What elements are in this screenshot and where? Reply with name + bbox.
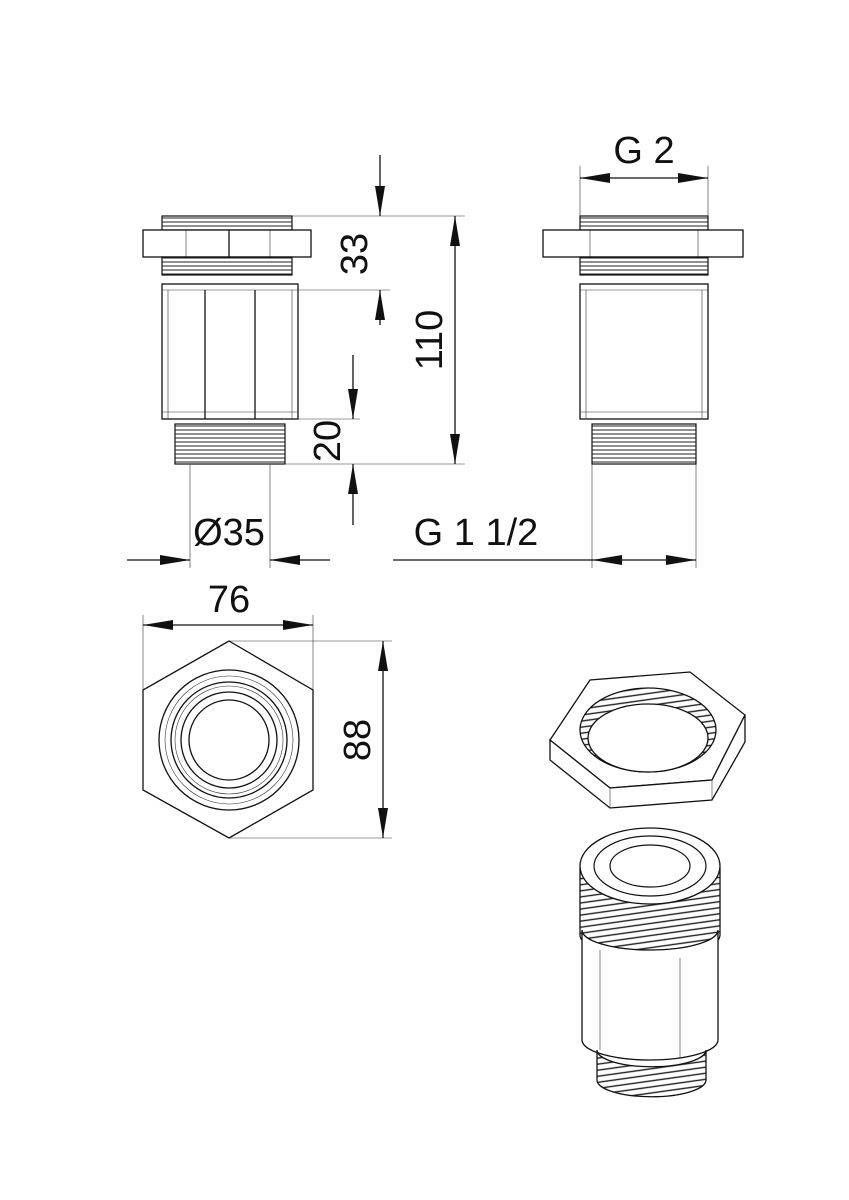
side-body (579, 283, 709, 420)
isometric-fitting (579, 827, 721, 1098)
top-view (142, 640, 314, 839)
dim-88: 88 (337, 719, 379, 761)
dim-110: 110 (409, 310, 451, 371)
dim-20: 20 (307, 420, 349, 462)
front-mid-thread (161, 256, 293, 276)
isometric-nut (549, 671, 746, 809)
side-top-thread (579, 215, 709, 231)
front-bottom-thread (174, 423, 286, 465)
front-hex-body (161, 283, 299, 420)
dim-g2: G 2 (613, 130, 674, 172)
front-top-thread (161, 215, 293, 231)
side-bottom-thread (591, 423, 697, 465)
front-nut (142, 229, 312, 258)
dimension-lines (127, 155, 709, 839)
dim-33: 33 (334, 233, 376, 275)
dim-76: 76 (208, 579, 250, 621)
side-view (542, 215, 744, 465)
front-view (142, 215, 312, 465)
side-mid-thread (579, 256, 709, 276)
dim-g1-1-2: G 1 1/2 (414, 512, 539, 554)
dim-diameter-35: Ø35 (193, 512, 265, 554)
side-nut (542, 229, 744, 258)
